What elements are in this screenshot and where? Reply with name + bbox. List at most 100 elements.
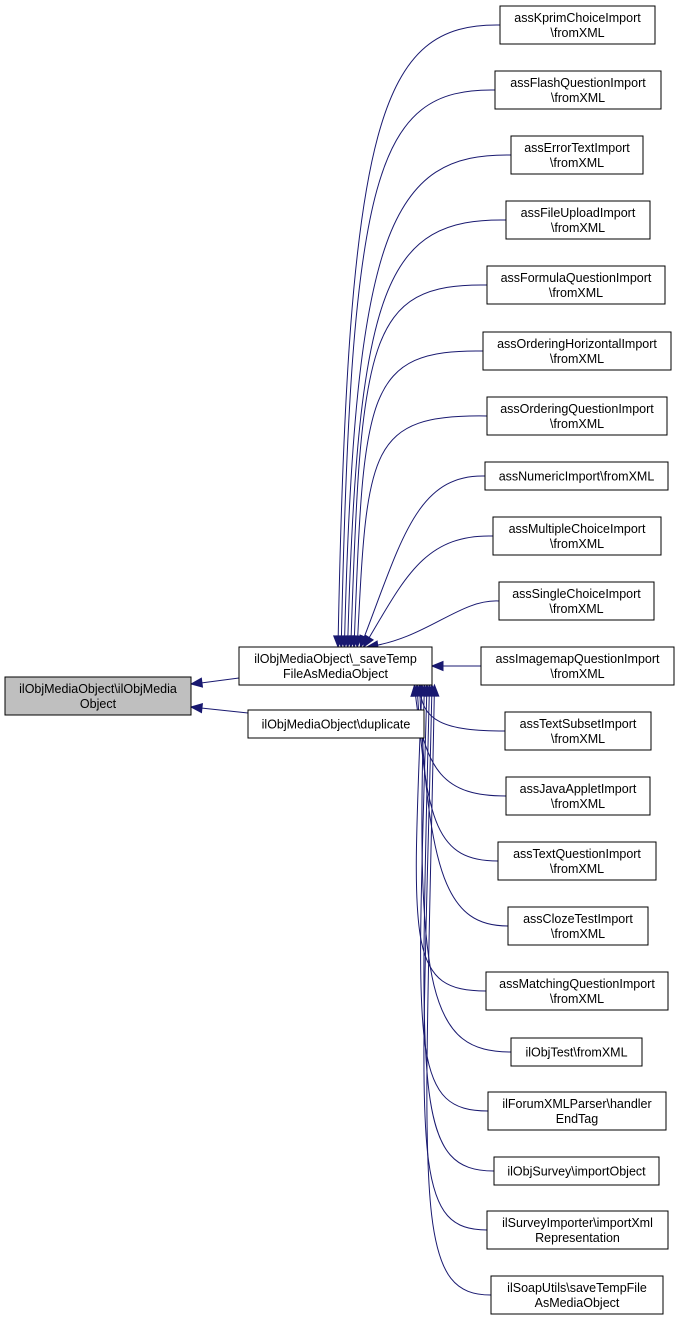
edge-arrow-duplicate-to-root — [189, 702, 203, 714]
caller-node-10-label-line-1: \fromXML — [550, 667, 604, 681]
caller-node-8-box — [492, 516, 662, 556]
caller-node-19-label-line-1: Representation — [535, 1231, 620, 1245]
edges-layer — [189, 24, 512, 1296]
caller-node-8-label-line-0: assMultipleChoiceImport — [509, 522, 646, 536]
caller-node-11-box — [504, 711, 652, 751]
caller-node-0-box — [499, 5, 656, 45]
caller-node-16[interactable]: ilObjTest\fromXML — [510, 1037, 643, 1067]
caller-node-2-box — [510, 135, 644, 175]
caller-node-0-label-line-1: \fromXML — [550, 26, 604, 40]
edge-arrow-caller-10 — [430, 660, 444, 672]
caller-node-18-box — [493, 1156, 660, 1186]
caller-node-17-label-line-1: EndTag — [556, 1112, 598, 1126]
node-save-temp-file-as-media-object-box — [238, 646, 433, 686]
edge-save-temp-to-root — [200, 677, 240, 684]
node-save-temp-file-as-media-object-label-line-0: ilObjMediaObject\_saveTemp — [254, 652, 417, 666]
caller-node-9[interactable]: assSingleChoiceImport\fromXML — [498, 581, 655, 621]
caller-node-3-label-line-0: assFileUploadImport — [521, 206, 636, 220]
caller-node-5-label-line-0: assOrderingHorizontalImport — [497, 337, 657, 351]
caller-node-6-box — [486, 396, 668, 436]
caller-node-8-label-line-1: \fromXML — [550, 537, 604, 551]
caller-node-7-box — [484, 461, 669, 491]
caller-node-13-label-line-1: \fromXML — [550, 862, 604, 876]
caller-node-8[interactable]: assMultipleChoiceImport\fromXML — [492, 516, 662, 556]
caller-node-9-label-line-1: \fromXML — [549, 602, 603, 616]
edge-caller-8 — [363, 535, 494, 648]
caller-node-1-label-line-1: \fromXML — [551, 91, 605, 105]
root-node-ilobjmediaobject[interactable]: ilObjMediaObject\ilObjMediaObject — [4, 676, 192, 716]
edge-caller-3 — [347, 219, 507, 648]
edge-arrow-save-temp-to-root — [189, 677, 204, 688]
caller-node-18-label-line-0: ilObjSurvey\importObject — [507, 1165, 646, 1179]
caller-node-17-label-line-0: ilForumXMLParser\handler — [502, 1097, 651, 1111]
caller-node-10-box — [480, 646, 675, 686]
caller-node-17-box — [487, 1091, 667, 1131]
caller-node-5-label-line-1: \fromXML — [550, 352, 604, 366]
edge-caller-7 — [359, 475, 486, 648]
caller-node-1[interactable]: assFlashQuestionImport\fromXML — [494, 70, 662, 110]
edge-caller-0 — [337, 24, 501, 648]
caller-node-14[interactable]: assClozeTestImport\fromXML — [507, 906, 649, 946]
caller-node-12-label-line-1: \fromXML — [551, 797, 605, 811]
caller-node-16-label-line-0: ilObjTest\fromXML — [525, 1046, 627, 1060]
edge-duplicate-to-root — [200, 707, 249, 714]
root-node-ilobjmediaobject-label-line-0: ilObjMediaObject\ilObjMedia — [19, 682, 177, 696]
caller-node-18[interactable]: ilObjSurvey\importObject — [493, 1156, 660, 1186]
caller-node-2-label-line-1: \fromXML — [550, 156, 604, 170]
caller-node-14-label-line-1: \fromXML — [551, 927, 605, 941]
edge-caller-18 — [423, 684, 495, 1172]
caller-node-13[interactable]: assTextQuestionImport\fromXML — [497, 841, 657, 881]
caller-node-12[interactable]: assJavaAppletImport\fromXML — [505, 776, 651, 816]
caller-node-3-box — [505, 200, 651, 240]
caller-node-15-label-line-1: \fromXML — [550, 992, 604, 1006]
caller-node-0[interactable]: assKprimChoiceImport\fromXML — [499, 5, 656, 45]
edge-arrow-caller-20 — [429, 683, 440, 697]
edge-caller-1 — [340, 89, 496, 648]
caller-node-7[interactable]: assNumericImport\fromXML — [484, 461, 669, 491]
caller-node-14-label-line-0: assClozeTestImport — [523, 912, 633, 926]
caller-node-15-label-line-0: assMatchingQuestionImport — [499, 977, 655, 991]
caller-node-6-label-line-1: \fromXML — [550, 417, 604, 431]
caller-node-3-label-line-1: \fromXML — [551, 221, 605, 235]
edge-caller-19 — [423, 684, 488, 1231]
caller-node-6[interactable]: assOrderingQuestionImport\fromXML — [486, 396, 668, 436]
caller-node-1-label-line-0: assFlashQuestionImport — [510, 76, 646, 90]
caller-node-10-label-line-0: assImagemapQuestionImport — [496, 652, 660, 666]
caller-node-15[interactable]: assMatchingQuestionImport\fromXML — [485, 971, 669, 1011]
edge-caller-5 — [353, 350, 484, 648]
edge-arrow-caller-8 — [362, 634, 375, 649]
caller-node-20-label-line-0: ilSoapUtils\saveTempFile — [507, 1281, 647, 1295]
caller-node-15-box — [485, 971, 669, 1011]
caller-node-10[interactable]: assImagemapQuestionImport\fromXML — [480, 646, 675, 686]
caller-node-2[interactable]: assErrorTextImport\fromXML — [510, 135, 644, 175]
caller-node-13-box — [497, 841, 657, 881]
edge-caller-20 — [426, 684, 492, 1296]
caller-node-20-box — [490, 1275, 664, 1315]
node-duplicate[interactable]: ilObjMediaObject\duplicate — [247, 709, 425, 739]
caller-node-19-label-line-0: ilSurveyImporter\importXml — [502, 1216, 653, 1230]
caller-node-19-box — [486, 1210, 669, 1250]
caller-node-11[interactable]: assTextSubsetImport\fromXML — [504, 711, 652, 751]
caller-node-4[interactable]: assFormulaQuestionImport\fromXML — [486, 265, 666, 305]
caller-node-3[interactable]: assFileUploadImport\fromXML — [505, 200, 651, 240]
caller-node-20-label-line-1: AsMediaObject — [535, 1296, 620, 1310]
node-save-temp-file-as-media-object-label-line-1: FileAsMediaObject — [283, 667, 388, 681]
caller-node-4-label-line-1: \fromXML — [549, 286, 603, 300]
caller-node-12-label-line-0: assJavaAppletImport — [520, 782, 637, 796]
caller-node-11-label-line-1: \fromXML — [551, 732, 605, 746]
edge-caller-4 — [350, 284, 488, 648]
root-node-ilobjmediaobject-label-line-1: Object — [80, 697, 117, 711]
caller-node-14-box — [507, 906, 649, 946]
caller-node-16-box — [510, 1037, 643, 1067]
caller-node-12-box — [505, 776, 651, 816]
caller-node-4-box — [486, 265, 666, 305]
node-save-temp-file-as-media-object[interactable]: ilObjMediaObject\_saveTempFileAsMediaObj… — [238, 646, 433, 686]
edge-caller-16 — [421, 684, 512, 1053]
caller-node-2-label-line-0: assErrorTextImport — [524, 141, 630, 155]
caller-node-11-label-line-0: assTextSubsetImport — [520, 717, 637, 731]
caller-node-5[interactable]: assOrderingHorizontalImport\fromXML — [482, 331, 672, 371]
node-duplicate-box — [247, 709, 425, 739]
